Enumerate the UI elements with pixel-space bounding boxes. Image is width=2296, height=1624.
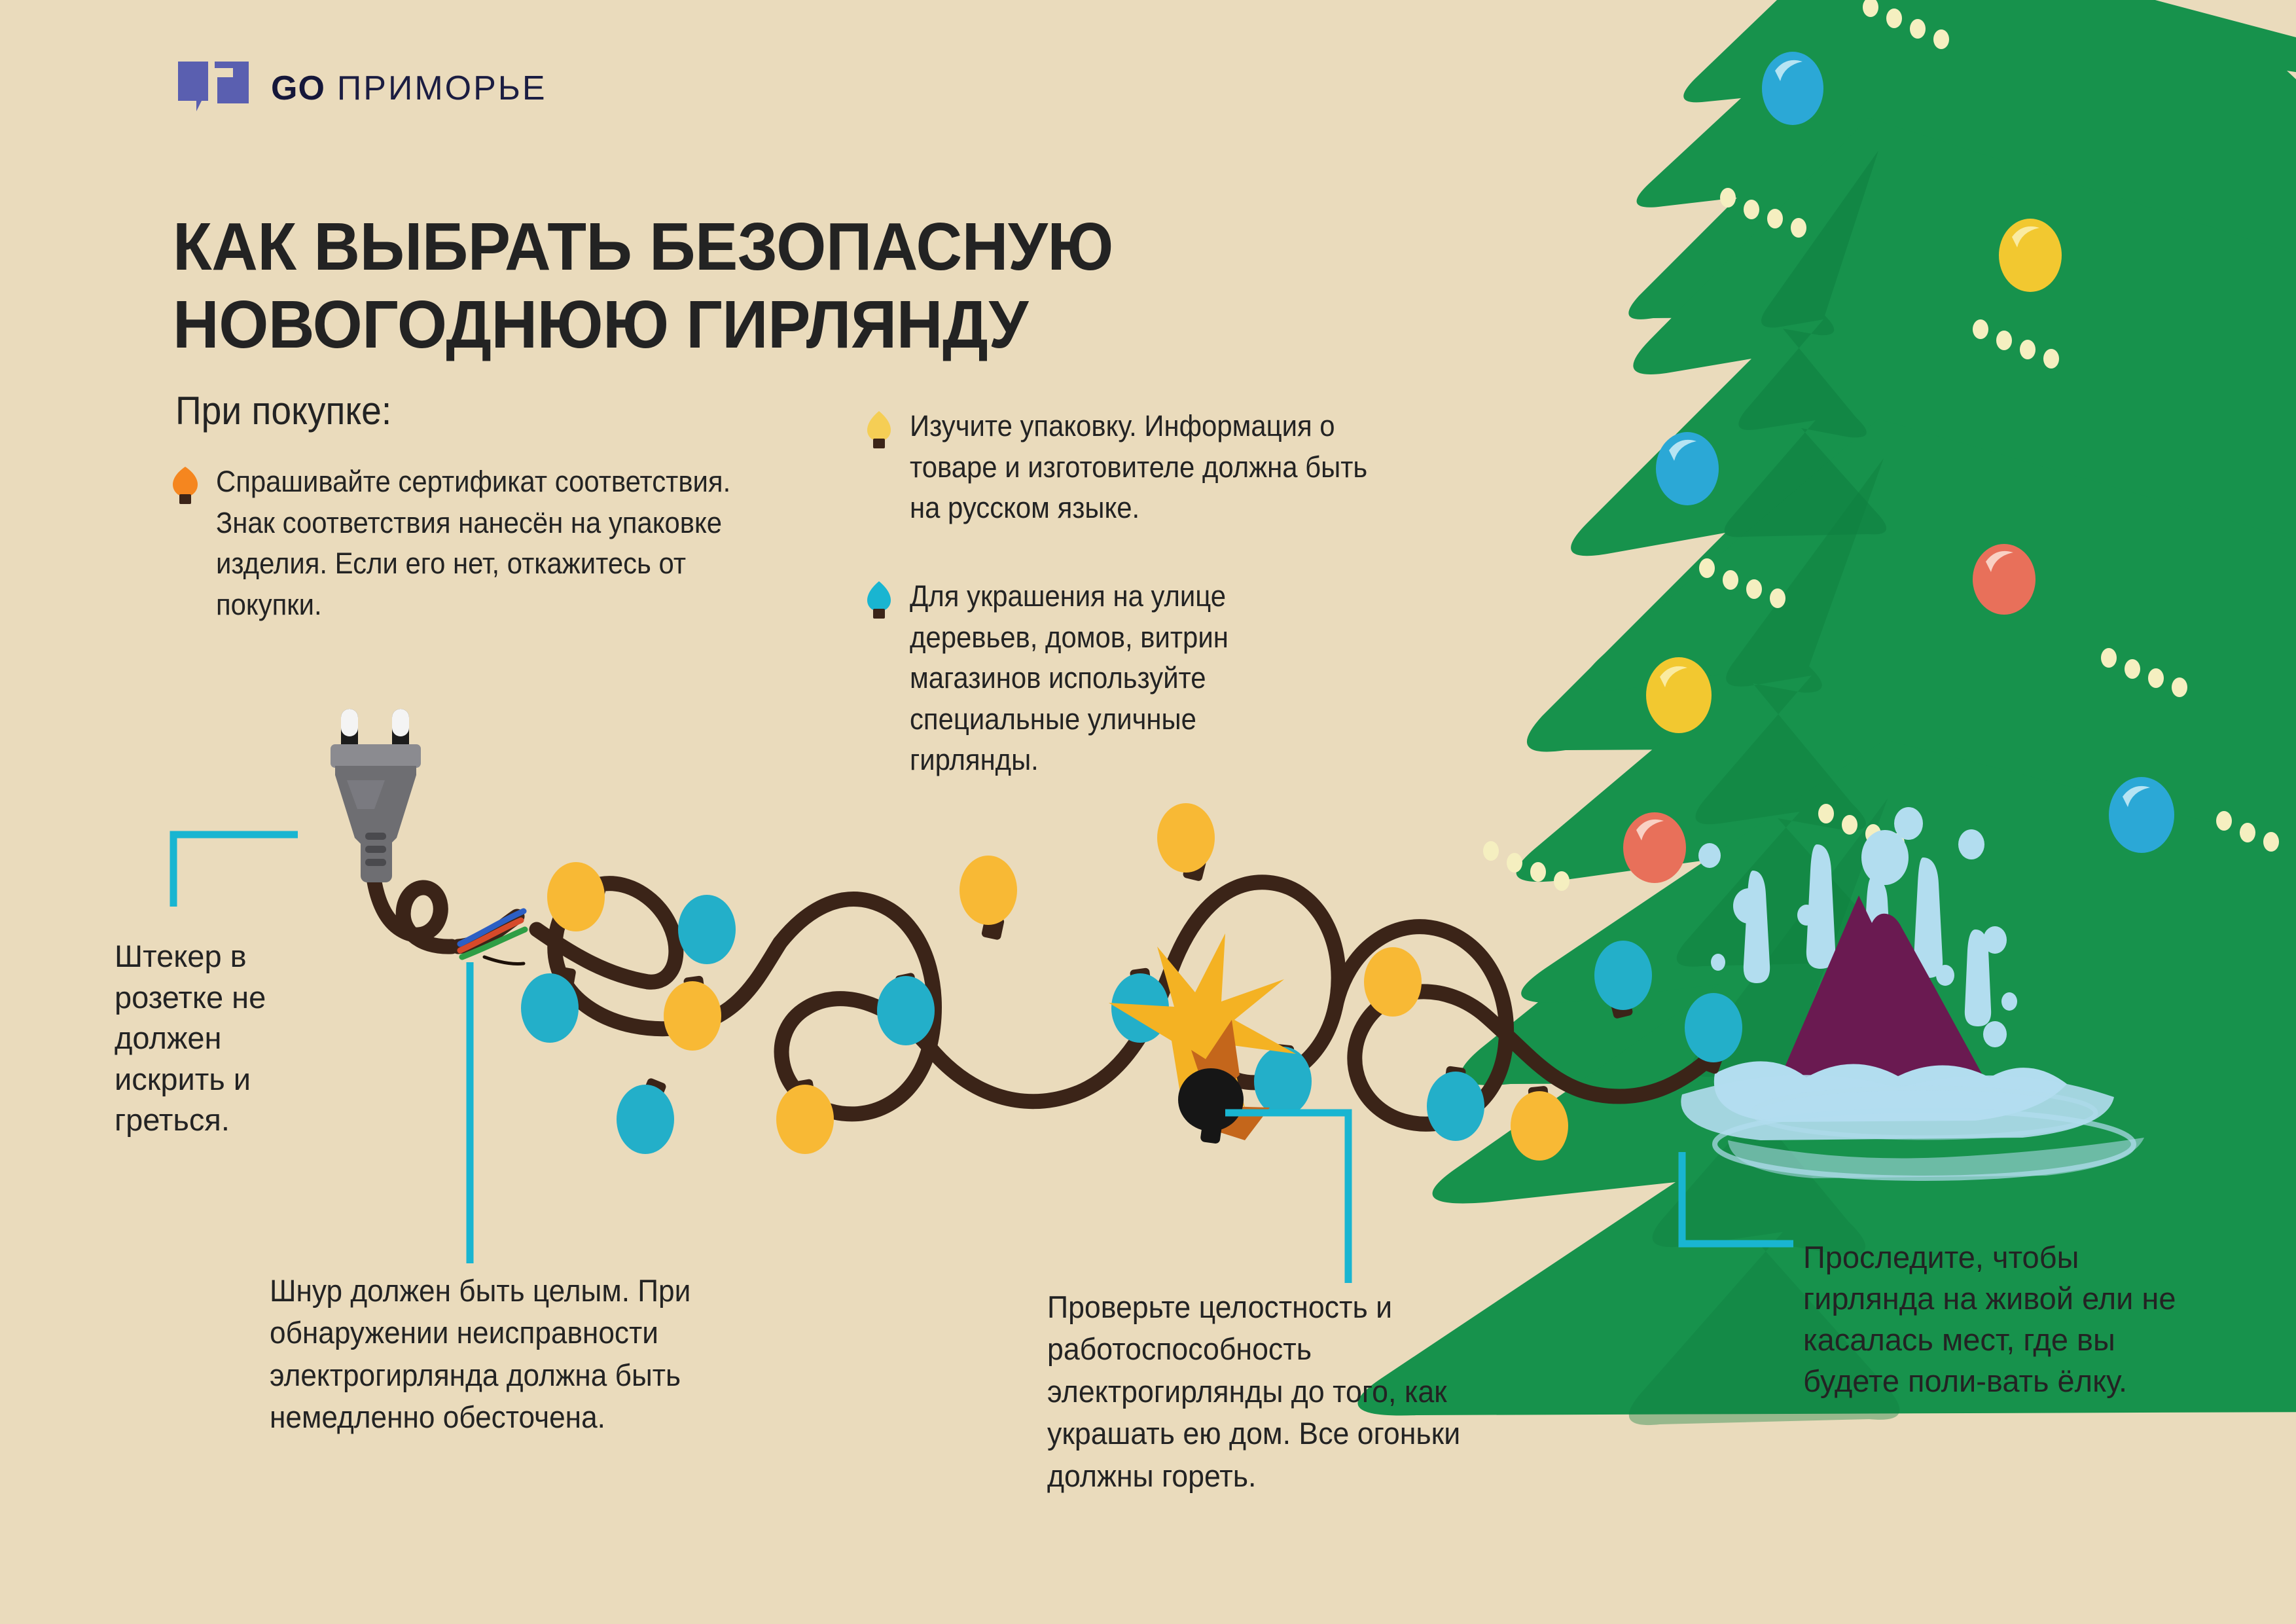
bullet-packaging: Изучите упаковку. Информация о товаре и … bbox=[865, 406, 1415, 529]
bulb bbox=[617, 1078, 674, 1154]
bulb-marker-yellow-icon bbox=[867, 411, 891, 448]
bulb bbox=[1364, 947, 1422, 1017]
ornament-ball bbox=[1656, 432, 1719, 505]
bullet-outdoor: Для украшения на улице деревьев, домов, … bbox=[865, 576, 1323, 781]
bulb bbox=[1594, 941, 1652, 1019]
ornament-ball bbox=[1646, 657, 1712, 733]
bulb bbox=[1427, 1066, 1484, 1141]
caption-plug: Штекер в розетке не должен искрить и гре… bbox=[115, 939, 266, 1137]
ornament-ball bbox=[1762, 52, 1823, 125]
bulb bbox=[678, 895, 736, 964]
tree-stand bbox=[1779, 895, 1985, 1087]
bulb bbox=[1511, 1086, 1568, 1161]
brand-logo[interactable]: GO ПРИМОРЬЕ bbox=[177, 60, 547, 117]
leader-lines bbox=[170, 831, 1793, 1283]
ornament-ball bbox=[1973, 544, 2036, 615]
bulb bbox=[776, 1079, 834, 1154]
ornament-ball bbox=[2109, 777, 2174, 853]
bullet-certificate: Спрашивайте сертификат соответствия. Зна… bbox=[171, 461, 833, 625]
bulb-marker-orange-icon bbox=[173, 467, 198, 504]
garland-bulbs bbox=[521, 803, 1742, 1161]
caption-cord: Шнур должен быть целым. При обнаружении … bbox=[270, 1273, 691, 1435]
ornament-ball bbox=[1999, 219, 2062, 292]
bulb bbox=[521, 966, 579, 1043]
logo-mark-icon bbox=[178, 62, 249, 111]
bulb bbox=[960, 856, 1017, 940]
christmas-tree-icon bbox=[1357, 0, 2296, 1426]
frayed-wires bbox=[457, 908, 528, 965]
bullet-outdoor-text: Для украшения на улице деревьев, домов, … bbox=[910, 579, 1229, 777]
page-title: КАК ВЫБРАТЬ БЕЗОПАСНУЮ НОВОГОДНЮЮ ГИРЛЯН… bbox=[173, 209, 1113, 363]
intro-heading: При покупке: bbox=[175, 389, 392, 433]
bullet-packaging-text: Изучите упаковку. Информация о товаре и … bbox=[910, 409, 1368, 525]
logo-go-text: GO bbox=[271, 69, 325, 107]
water-pool bbox=[1681, 1061, 2144, 1181]
caption-water: Проследите, чтобы гирлянда на живой ели … bbox=[1803, 1240, 2176, 1398]
bullet-certificate-text: Спрашивайте сертификат соответствия. Зна… bbox=[216, 465, 731, 621]
caption-check: Проверьте целостность и работоспособност… bbox=[1047, 1290, 1461, 1493]
leader-plug bbox=[170, 831, 298, 907]
leader-check bbox=[1225, 1109, 1352, 1283]
tree-stand-and-water bbox=[1681, 807, 2144, 1181]
bulb bbox=[1157, 803, 1215, 881]
power-plug-icon bbox=[331, 709, 421, 882]
bulb bbox=[877, 973, 935, 1045]
ornament-ball bbox=[1623, 812, 1686, 883]
bulb bbox=[1685, 993, 1742, 1074]
bulb-marker-cyan-icon bbox=[867, 581, 891, 619]
logo-name-text: ПРИМОРЬЕ bbox=[336, 69, 547, 107]
tree-ornaments bbox=[1623, 52, 2174, 883]
bulb bbox=[664, 975, 721, 1051]
bulb bbox=[547, 862, 608, 931]
leader-water bbox=[1678, 1152, 1793, 1248]
